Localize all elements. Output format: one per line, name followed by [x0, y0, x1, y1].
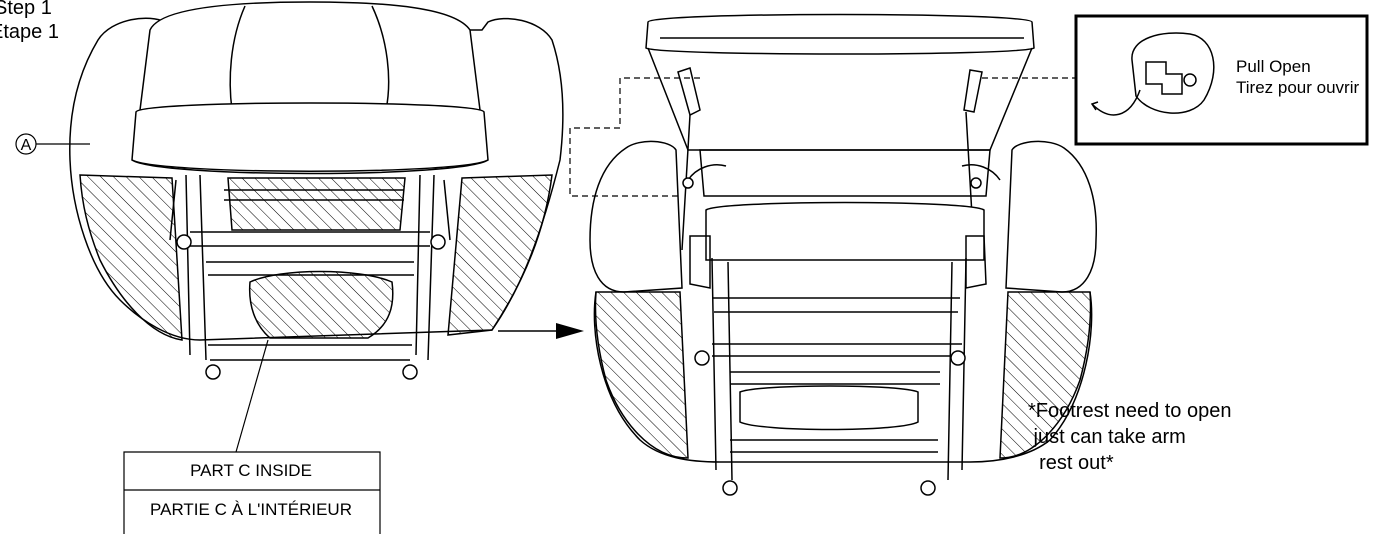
dashed-callout-lines [569, 77, 1080, 197]
right-recliner-drawing [589, 13, 1097, 496]
direction-arrow [498, 323, 584, 339]
part-c-label-box [123, 451, 381, 534]
step-label-fr: Étape 1 [0, 21, 59, 43]
footrest-note-line3: rest out* [1028, 452, 1114, 474]
part-c-label-en: PART C INSIDE [190, 461, 312, 480]
pull-open-label-en: Pull Open [1236, 57, 1311, 76]
part-c-label-fr: PARTIE C À L'INTÉRIEUR [150, 500, 352, 519]
step-label-en: Step 1 [0, 0, 52, 19]
pull-open-inset [1074, 14, 1369, 146]
left-recliner-drawing [36, 1, 564, 380]
part-c-leader-line [235, 339, 269, 453]
pull-open-label-fr: Tirez pour ouvrir [1236, 78, 1360, 97]
footrest-note-line2: just can take arm [1028, 426, 1186, 448]
footrest-note-line1: *Footrest need to open [1028, 400, 1232, 422]
part-a-callout-circle [15, 133, 37, 155]
part-a-callout-letter: A [21, 137, 32, 154]
